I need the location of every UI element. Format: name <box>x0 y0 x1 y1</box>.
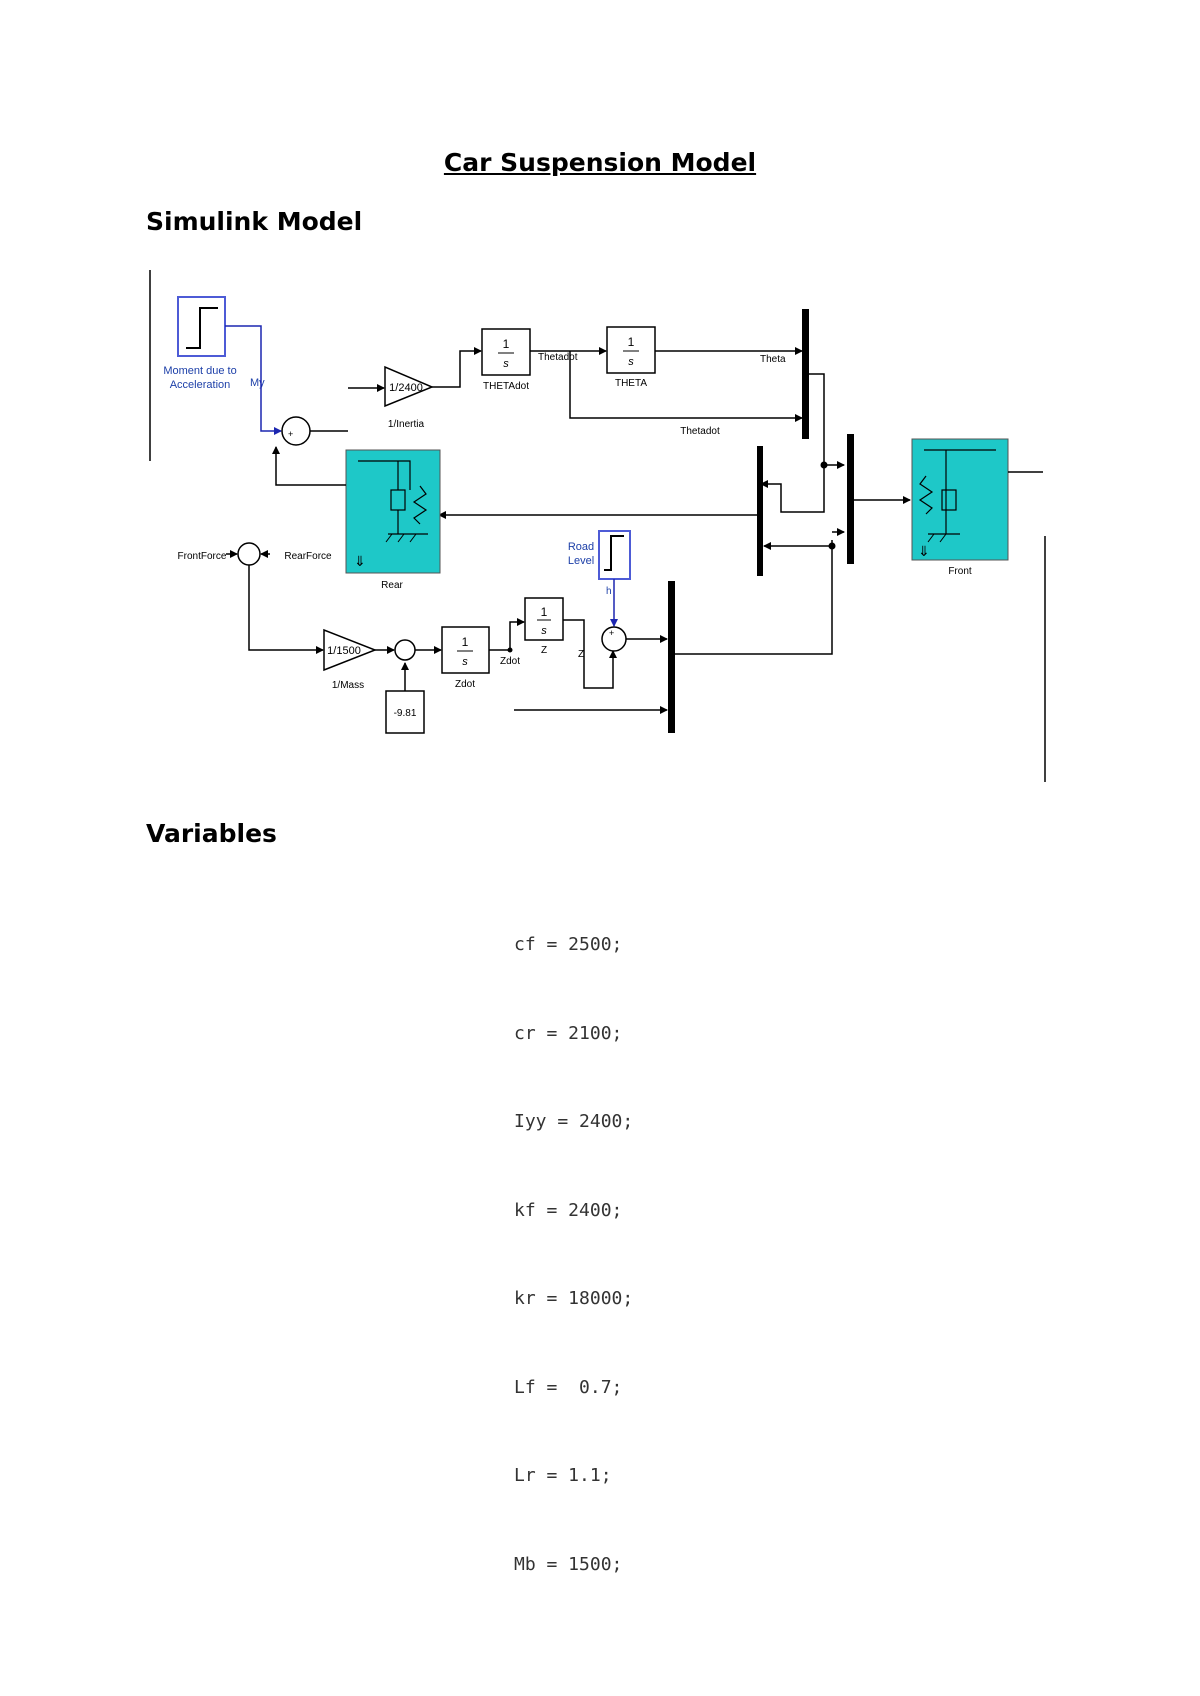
step-block-road-level[interactable] <box>598 530 631 580</box>
z-to-sum-line <box>563 619 617 689</box>
road-level-label-line1: Road <box>568 541 594 553</box>
sum-sign-top: + <box>609 628 614 638</box>
svg-text:1: 1 <box>503 337 510 351</box>
section-heading-simulink-model: Simulink Model <box>146 207 363 236</box>
svg-text:1: 1 <box>462 635 469 649</box>
constant-block-gravity[interactable] <box>385 690 425 734</box>
sum-block-moment[interactable] <box>281 416 311 446</box>
arrow-down-icon: ⇓ <box>354 553 366 569</box>
road-level-label-line2: Level <box>568 555 594 567</box>
theta-block-name: THETA <box>615 378 647 389</box>
gain-inertia-output <box>432 347 482 388</box>
step-block-moment[interactable] <box>177 296 226 357</box>
gain-block-mass[interactable] <box>323 628 378 672</box>
z-block-name: Z <box>541 645 547 656</box>
gain-inertia-name: 1/Inertia <box>388 419 425 430</box>
svg-text:s: s <box>462 656 468 668</box>
variable-line-cf: cf = 2500; <box>514 934 623 955</box>
gain-inertia-value: 1/2400 <box>389 382 423 394</box>
signal-label-thetadot: Thetadot <box>538 352 578 363</box>
signal-label-thetadot-2: Thetadot <box>680 426 720 437</box>
rear-block-name: Rear <box>381 580 403 591</box>
z-to-mux-line <box>755 540 833 655</box>
document-title: Car Suspension Model <box>443 148 757 177</box>
svg-text:1: 1 <box>541 605 548 619</box>
integrator-block-zdot[interactable]: 1 s <box>441 626 490 674</box>
spring-damper-block-front[interactable]: ⇓ <box>911 438 1009 561</box>
variable-line-lr: Lr = 1.1; <box>514 1465 612 1486</box>
mux1-output-line <box>809 373 845 469</box>
zdot-to-z-line <box>489 618 525 651</box>
signal-label-theta: Theta <box>760 354 786 365</box>
feedback-to-demux-1 <box>760 465 825 513</box>
simulink-model-diagram: Moment due to Acceleration My + 1/2400 1… <box>148 264 1054 786</box>
force-to-gain-mass-line <box>248 565 324 654</box>
front-block-name: Front <box>948 566 972 577</box>
gain-mass-value: 1/1500 <box>327 645 361 657</box>
variable-line-kf: kf = 2400; <box>514 1199 623 1221</box>
thetadot-block-name: THETAdot <box>483 381 529 392</box>
integrator-block-z[interactable]: 1 s <box>524 597 564 641</box>
sum-sign: + <box>288 429 293 439</box>
variable-line-lf: Lf = 0.7; <box>514 1376 623 1398</box>
svg-text:1: 1 <box>628 335 635 349</box>
variable-line-iyy: Iyy = 2400; <box>514 1111 634 1132</box>
step-label-line2: Acceleration <box>170 379 231 391</box>
variable-line-mb: Mb = 1500; <box>514 1553 623 1575</box>
svg-text:s: s <box>541 625 547 637</box>
signal-label-z: Z <box>578 649 584 660</box>
gain-mass-name: 1/Mass <box>332 680 364 691</box>
mux-bar-front[interactable] <box>847 434 854 564</box>
signal-label-zdot: Zdot <box>500 656 520 667</box>
junction-dot-zdot <box>507 647 513 653</box>
step-label-line1: Moment due to <box>163 365 236 377</box>
integrator-block-thetadot[interactable]: 1 s <box>481 328 531 376</box>
sum-block-force[interactable] <box>237 542 261 566</box>
signal-label-h: h <box>606 586 612 597</box>
svg-text:s: s <box>628 356 634 368</box>
gain-block-inertia[interactable] <box>384 365 434 408</box>
constant-gravity-value: -9.81 <box>394 708 417 719</box>
rear-to-sum-line <box>272 446 346 486</box>
mux-bar-bottom[interactable] <box>668 581 675 733</box>
mux-bar-theta[interactable] <box>802 309 809 439</box>
section-heading-variables: Variables <box>146 819 277 848</box>
variables-code-block: cf = 2500; cr = 2100; Iyy = 2400; kf = 2… <box>514 871 633 1609</box>
arrow-down-icon: ⇓ <box>918 543 930 559</box>
zdot-block-name: Zdot <box>455 679 475 690</box>
thetadot-branch-line <box>569 351 803 422</box>
demux-bar[interactable] <box>757 446 763 576</box>
label-front-force: FrontForce <box>178 551 227 562</box>
sum-block-gravity[interactable] <box>394 639 416 661</box>
variable-line-cr: cr = 2100; <box>514 1022 623 1044</box>
spring-damper-block-rear[interactable]: ⇓ <box>345 449 441 574</box>
integrator-block-theta[interactable]: 1 s <box>606 326 656 374</box>
signal-label-my: My <box>250 377 265 389</box>
label-rear-force: RearForce <box>284 551 332 562</box>
signal-my-line <box>225 325 282 435</box>
svg-text:s: s <box>503 358 509 370</box>
simulink-diagram-canvas: Moment due to Acceleration My + 1/2400 1… <box>149 270 1046 782</box>
variable-line-kr: kr = 18000; <box>514 1288 634 1309</box>
